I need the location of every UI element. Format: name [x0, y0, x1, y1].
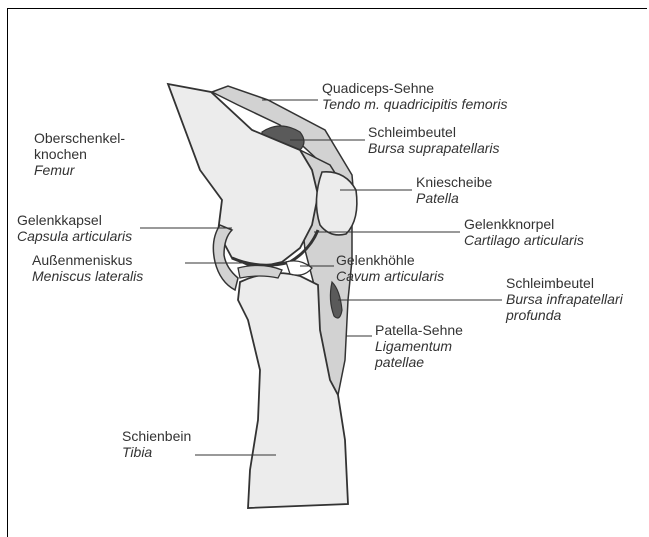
label-la: Cavum articularis — [336, 268, 444, 284]
label-de: Schleimbeutel — [506, 275, 623, 291]
label-la-1: Bursa infrapatellari — [506, 291, 623, 307]
label-gelenkhoehle: Gelenkhöhle Cavum articularis — [336, 252, 444, 284]
label-aussenmeniskus: Außenmeniskus Meniscus lateralis — [32, 252, 143, 284]
lateral-meniscus — [238, 265, 282, 278]
label-gelenkkapsel: Gelenkkapsel Capsula articularis — [17, 212, 132, 244]
label-de: Patella-Sehne — [375, 322, 463, 338]
femur-bone — [168, 84, 318, 268]
label-la: Bursa suprapatellaris — [368, 140, 500, 156]
label-bursa-infrapatellaris: Schleimbeutel Bursa infrapatellari profu… — [506, 275, 623, 323]
label-de: Kniescheibe — [416, 174, 492, 190]
label-de: Außenmeniskus — [32, 252, 143, 268]
label-de: Schienbein — [122, 428, 191, 444]
label-la-2: patellae — [375, 354, 463, 370]
label-la: Cartilago articularis — [464, 232, 584, 248]
label-de: Gelenkhöhle — [336, 252, 444, 268]
label-de: Quadiceps-Sehne — [322, 80, 507, 96]
label-la: Tendo m. quadricipitis femoris — [322, 96, 507, 112]
label-la: Femur — [34, 162, 125, 178]
label-patella: Kniescheibe Patella — [416, 174, 492, 206]
label-de: Gelenkkapsel — [17, 212, 132, 228]
label-la-2: profunda — [506, 307, 623, 323]
label-gelenkknorpel: Gelenkknorpel Cartilago articularis — [464, 216, 584, 248]
label-de: Gelenkknorpel — [464, 216, 584, 232]
label-patella-sehne: Patella-Sehne Ligamentum patellae — [375, 322, 463, 370]
label-de: Schleimbeutel — [368, 124, 500, 140]
label-la-1: Ligamentum — [375, 338, 463, 354]
label-schienbein: Schienbein Tibia — [122, 428, 191, 460]
label-femur: Oberschenkel- knochen Femur — [34, 130, 125, 178]
label-de-1: Oberschenkel- — [34, 130, 125, 146]
label-quadriceps-tendon: Quadiceps-Sehne Tendo m. quadricipitis f… — [322, 80, 507, 112]
label-la: Tibia — [122, 444, 191, 460]
label-la: Patella — [416, 190, 492, 206]
label-la: Meniscus lateralis — [32, 268, 143, 284]
label-la: Capsula articularis — [17, 228, 132, 244]
label-de-2: knochen — [34, 146, 125, 162]
label-bursa-suprapatellaris: Schleimbeutel Bursa suprapatellaris — [368, 124, 500, 156]
